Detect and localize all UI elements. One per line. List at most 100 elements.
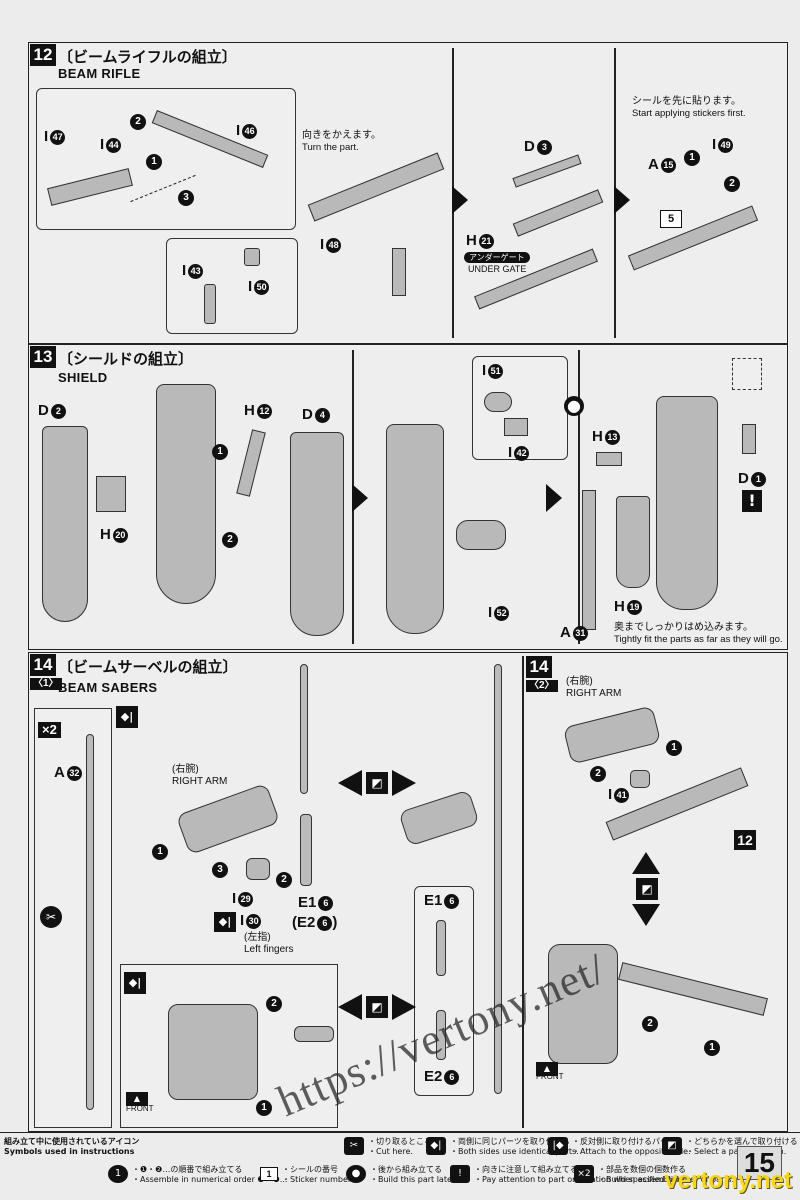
- assembly-step-1c: 1: [212, 444, 228, 460]
- shield-part-h19: [616, 496, 650, 588]
- next-arrow-icon-4: [546, 484, 562, 512]
- handle-part: [456, 520, 506, 550]
- left-fingers-label: (左指)Left fingers: [244, 932, 294, 955]
- small-part-i51: [484, 392, 512, 412]
- assembly-step-2d: 2: [276, 872, 292, 888]
- small-part-h13: [596, 452, 622, 466]
- shield-outer-panel: [156, 384, 216, 604]
- select-arrow-up: [632, 852, 660, 874]
- assembly-step-3d: 3: [212, 862, 228, 878]
- assembly-step-2e: 2: [266, 996, 282, 1012]
- legend-attention-icon: !: [450, 1165, 470, 1183]
- assembly-step-1e: 1: [256, 1100, 272, 1116]
- later-icon: ●: [564, 396, 584, 416]
- shield-tab-part: [742, 424, 756, 454]
- hand-part: [246, 858, 270, 880]
- hand-part-i41: [630, 770, 650, 788]
- legend-both: ・両側に同じパーツを取り付ける・Both sides use identical…: [450, 1137, 579, 1156]
- legend-opposite-icon: |◆: [548, 1137, 568, 1155]
- step13-divider-2: [578, 350, 580, 644]
- shield-final: [656, 396, 718, 610]
- shield-clip-h20: [96, 476, 126, 512]
- fit-tightly-note: 奥までしっかりはめ込みます。Tightly fit the parts as f…: [614, 622, 783, 645]
- select-part-icon-3: ◩: [636, 878, 658, 900]
- legend-sticker: ・シールの番号・Sticker number: [282, 1165, 352, 1184]
- step13-badge: 13: [30, 346, 56, 368]
- select-arrow-right: [392, 770, 416, 796]
- shield-front-d4: [290, 432, 344, 636]
- step12-inset-small: [166, 238, 298, 334]
- legend-select-icon: ◩: [662, 1137, 682, 1155]
- select-arrow-down: [632, 904, 660, 926]
- small-part-i43: [204, 284, 216, 324]
- saber-hilt-left: [300, 814, 312, 886]
- ref-step-12: 12: [734, 830, 756, 850]
- step13-title-jp: 〔シールドの組立〕: [58, 350, 194, 368]
- assembly-step-1b: 1: [684, 150, 700, 166]
- step14-divider: [522, 656, 524, 1128]
- select-arrow-right-2: [392, 994, 416, 1020]
- both-sides-icon-2: ◆|: [124, 972, 146, 994]
- saber-hilt-alt: [436, 920, 446, 976]
- under-gate-label: UNDER GATE: [468, 264, 527, 274]
- step14-badge: 14: [30, 654, 56, 676]
- cut-here-icon: ✂: [40, 906, 62, 928]
- step14-sub2-badge: 〈2〉: [526, 680, 558, 692]
- select-part-icon: ◩: [366, 772, 388, 794]
- small-part-i50: [244, 248, 260, 266]
- shield-side-strip: [582, 490, 596, 630]
- skirt-part: [168, 1004, 258, 1100]
- assembly-step-2c: 2: [222, 532, 238, 548]
- front-icon: ▲: [126, 1092, 148, 1106]
- saber-rod-right: [494, 664, 502, 1094]
- select-part-icon-2: ◩: [366, 996, 388, 1018]
- shield-inner-d2: [42, 426, 88, 622]
- count-x2-badge: ×2: [38, 722, 61, 738]
- attention-icon: !: [742, 490, 762, 512]
- step12-title-en: BEAM RIFLE: [58, 66, 141, 81]
- right-arm-label: (右腕)RIGHT ARM: [172, 764, 228, 787]
- saber-mount: [294, 1026, 334, 1042]
- legend-opposite: ・反対側に取り付けるパーツ・Attach to the opposite sid…: [572, 1137, 691, 1156]
- assembly-step-1: 1: [146, 154, 162, 170]
- next-arrow-icon-2: [614, 186, 630, 214]
- legend-cut: ・切り取るところ・Cut here.: [368, 1137, 432, 1156]
- assembly-step-3: 3: [178, 190, 194, 206]
- sticker-number-box: 5: [660, 210, 682, 228]
- assembly-step-2b: 2: [724, 176, 740, 192]
- shield-assembled: [386, 424, 444, 634]
- step14-title-jp: 〔ビームサーベルの組立〕: [58, 658, 238, 676]
- step13-detail-box: [732, 358, 762, 390]
- step14-badge-2: 14: [526, 656, 552, 678]
- step14-sub1-badge: 〈1〉: [30, 678, 62, 690]
- small-part-i42: [504, 418, 528, 436]
- assembly-step-2f: 2: [590, 766, 606, 782]
- legend-select: ・どちらかを選んで取り付ける・Select a part to attach.: [686, 1137, 798, 1156]
- select-arrow-left: [338, 770, 362, 796]
- legend-count-icon: ×2: [574, 1165, 594, 1183]
- legend-sticker-box: 1: [260, 1167, 278, 1181]
- front-icon-2: ▲: [536, 1062, 558, 1076]
- both-sides-icon: ◆|: [116, 706, 138, 728]
- rifle-grip-part: [392, 248, 406, 296]
